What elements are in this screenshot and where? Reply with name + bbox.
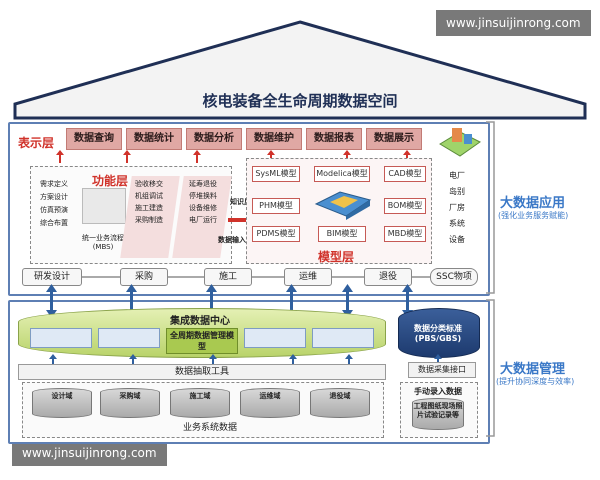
func-refueling: 停堆换料 (189, 192, 217, 200)
presentation-layer-label: 表示层 (18, 136, 55, 150)
db-cluster-3 (244, 328, 306, 348)
plant-object-list: 电厂 岛别 厂房 系统 设备 (442, 168, 472, 248)
equipment-3d-icon (314, 191, 372, 220)
model-bom[interactable]: BOM模型 (384, 198, 426, 214)
plant-object-plant: 电厂 (449, 171, 465, 180)
data-classification-text: 数据分类标准(PBS/GBS) (414, 324, 462, 343)
domain-operation-label: 运维域 (259, 392, 281, 400)
db-cluster-2 (98, 328, 160, 348)
watermark-top: www.jinsuijinrong.com (436, 10, 591, 36)
func-requirement-definition: 需求定义 (40, 180, 68, 188)
plant-object-system: 系统 (449, 219, 465, 228)
model-phm[interactable]: PHM模型 (252, 198, 300, 214)
menu-data-statistics[interactable]: 数据统计 (126, 128, 182, 150)
function-col-design: 需求定义 方案设计 仿真预演 综合布置 (36, 180, 72, 228)
data-center-title: 集成数据中心 (170, 316, 230, 327)
domain-decommission: 退役域 (310, 388, 370, 418)
domain-construction: 施工域 (170, 388, 230, 418)
model-sysml[interactable]: SysML模型 (252, 166, 300, 182)
func-maintenance: 设备维修 (189, 204, 217, 212)
func-scheme-design: 方案设计 (40, 193, 68, 201)
plant-object-equipment: 设备 (449, 235, 465, 244)
stage-ssc-items[interactable]: SSC物项 (430, 268, 478, 286)
model-pdms[interactable]: PDMS模型 (252, 226, 300, 242)
big-data-application-title: 大数据应用 (500, 196, 566, 211)
roof-shape (13, 20, 587, 120)
domain-operation: 运维域 (240, 388, 300, 418)
func-acceptance: 验收移交 (135, 180, 163, 188)
stage-procurement[interactable]: 采购 (120, 268, 168, 286)
func-commissioning: 机组调试 (135, 192, 163, 200)
business-system-data-label: 业务系统数据 (182, 423, 237, 433)
stage-operation[interactable]: 运维 (284, 268, 332, 286)
big-data-management-subtitle: (提升协同深度与效率) (496, 377, 575, 386)
model-bim[interactable]: BIM模型 (318, 226, 366, 242)
knowledge-feedback-label: 知识反馈 (230, 198, 258, 206)
big-data-application-subtitle: (强化业务服务赋能) (498, 211, 569, 220)
data-extraction-tool: 数据抽取工具 (18, 364, 386, 380)
domain-procurement-label: 采购域 (119, 392, 141, 400)
db-cluster-1 (30, 328, 92, 348)
model-mbd[interactable]: MBD模型 (384, 226, 426, 242)
plant-object-building: 厂房 (449, 203, 465, 212)
stage-decommission[interactable]: 退役 (364, 268, 412, 286)
model-layer-label: 模型层 (318, 250, 355, 264)
manual-entry-records: 工程图纸现场照片试验记录等 (412, 398, 464, 430)
function-col-procurement-text: 验收移交 机组调试 施工建造 采购制造 (130, 180, 168, 225)
function-layer-label: 功能层 (92, 174, 129, 188)
knowledge-feedback-arrows (228, 214, 254, 226)
func-construction: 施工建造 (135, 204, 163, 212)
function-col-operation-text: 延寿退役 停堆换料 设备维修 电厂运行 (184, 180, 222, 225)
big-data-management-title: 大数据管理 (500, 362, 566, 377)
page-title: 核电装备全生命周期数据空间 (202, 92, 398, 110)
func-layout: 综合布置 (40, 219, 68, 227)
side-brackets (486, 121, 495, 437)
data-input-label: 数据输入 (218, 236, 246, 244)
model-cad[interactable]: CAD模型 (384, 166, 426, 182)
menu-data-display[interactable]: 数据展示 (366, 128, 422, 150)
presentation-menu: 数据查询 数据统计 数据分析 数据维护 数据报表 数据展示 (66, 128, 426, 150)
func-manufacturing: 采购制造 (135, 216, 163, 224)
manual-entry-title: 手动录入数据 (414, 387, 462, 396)
menu-data-analysis[interactable]: 数据分析 (186, 128, 242, 150)
watermark-bottom: www.jinsuijinrong.com (12, 440, 167, 466)
function-workflow-image (82, 188, 126, 224)
domain-design: 设计域 (32, 388, 92, 418)
menu-data-report[interactable]: 数据报表 (306, 128, 362, 150)
domain-construction-label: 施工域 (189, 392, 211, 400)
plant-object-island: 岛别 (449, 187, 465, 196)
model-modelica[interactable]: Modelica模型 (314, 166, 370, 182)
func-unified-business-process: 统一业务流程(MBS) (82, 234, 124, 251)
data-collection-interface: 数据采集接口 (408, 362, 476, 378)
func-simulation: 仿真预演 (40, 206, 68, 214)
manual-entry-records-label: 工程图纸现场照片试验记录等 (413, 402, 463, 419)
menu-data-query[interactable]: 数据查询 (66, 128, 122, 150)
func-plant-operation: 电厂运行 (189, 216, 217, 224)
db-cluster-4 (312, 328, 374, 348)
lifecycle-data-model: 全周期数据管理模型 (166, 328, 238, 354)
func-life-extension: 延寿退役 (189, 180, 217, 188)
domain-decommission-label: 退役域 (329, 392, 351, 400)
domain-procurement: 采购域 (100, 388, 160, 418)
menu-data-maintenance[interactable]: 数据维护 (246, 128, 302, 150)
domain-design-label: 设计域 (51, 392, 73, 400)
plant-3d-icon (439, 128, 481, 157)
stage-construction[interactable]: 施工 (204, 268, 252, 286)
